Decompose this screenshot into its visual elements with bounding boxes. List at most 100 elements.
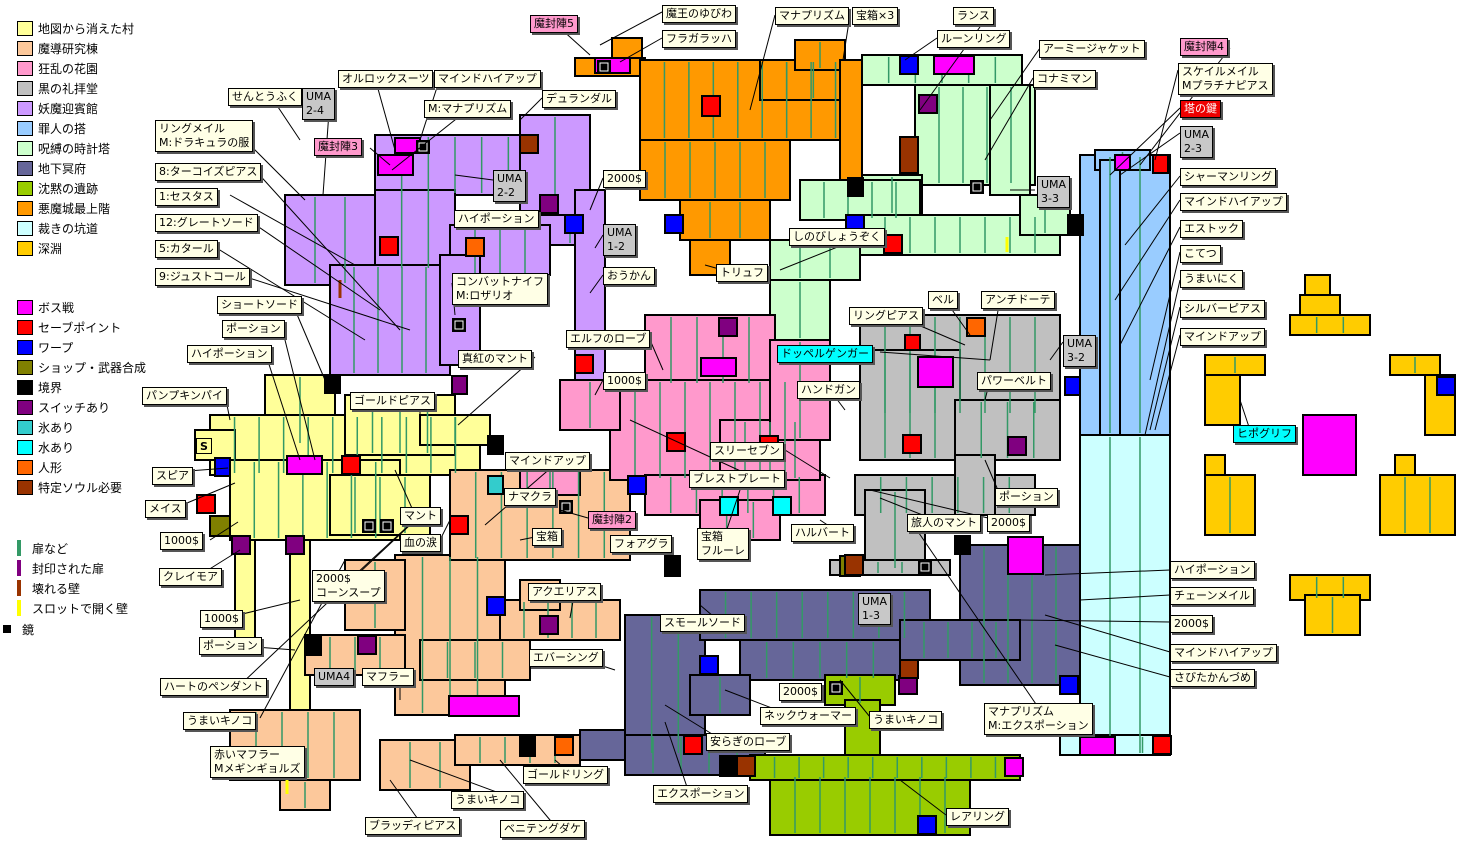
mirror-marker-inner	[831, 683, 841, 693]
map-marker	[214, 457, 231, 477]
legend-markers-item: ボス戦	[0, 297, 74, 317]
leader-line	[984, 77, 1034, 161]
legend-areas-item: 黒の礼拝堂	[0, 78, 98, 98]
map-label: 赤いマフラー Mメギンギョルズ	[210, 746, 305, 778]
map-label: 宝箱×3	[852, 7, 899, 25]
map-marker	[899, 55, 919, 75]
legend-markers-label: ショップ・武器合成	[38, 360, 147, 375]
leader-line	[391, 107, 471, 171]
leader-line	[249, 220, 381, 311]
map-marker	[666, 432, 686, 452]
map-room	[749, 754, 1021, 781]
leader-line	[454, 174, 494, 181]
leader-line	[1044, 569, 1171, 576]
leader-line	[1149, 251, 1181, 381]
leader-line	[209, 521, 239, 541]
legend-areas-label: 狂乱の花園	[38, 61, 99, 76]
legend-areas-swatch	[17, 140, 33, 156]
map-label: M:マナプリズム	[424, 100, 512, 118]
map-marker	[451, 375, 468, 395]
leader-line	[389, 779, 421, 823]
map-label: パワーベルト	[977, 372, 1051, 390]
map-room	[579, 729, 626, 761]
legend-doors-label: 壊れる壁	[32, 581, 81, 596]
map-marker	[847, 177, 864, 197]
legend-areas-label: 悪魔城最上階	[38, 201, 111, 216]
map-label: ハートのペンダント	[160, 678, 267, 696]
map-label: ルーンリング	[937, 30, 1011, 48]
map-marker	[539, 615, 559, 635]
legend-markers-item: ワープ	[0, 337, 73, 357]
map-label: おうかん	[603, 267, 655, 285]
map-label: うまいキノコ	[183, 712, 257, 730]
map-label: ハルバート	[791, 524, 854, 542]
map-label: UMA 2-2	[493, 170, 527, 202]
map-label: コナミマン	[1033, 70, 1096, 88]
leader-line	[1019, 619, 1171, 623]
map-label: リングピアス	[849, 307, 923, 325]
map-marker	[564, 214, 584, 234]
leader-line	[239, 524, 411, 686]
leader-line	[589, 177, 604, 211]
map-label: 血の涙	[400, 534, 441, 552]
map-label: クレイモア	[159, 568, 222, 586]
map-label: 8:ターコイズピアス	[155, 163, 262, 181]
legend-markers-label: 特定ソウル必要	[38, 480, 123, 495]
map-label: 真紅のマント	[458, 350, 532, 368]
map-label: 1000$	[603, 372, 646, 390]
legend-markers-item: 境界	[0, 377, 62, 397]
legend-areas-swatch	[17, 40, 33, 56]
map-marker	[539, 194, 559, 214]
legend-areas-item: 地図から消えた村	[0, 18, 134, 38]
legend-areas-swatch	[17, 60, 33, 76]
map-label: パンプキンパイ	[142, 387, 227, 405]
map-label: アンチドーテ	[981, 291, 1055, 309]
map-marker	[448, 695, 520, 717]
mirror-marker-inner	[920, 562, 930, 572]
map-room	[1204, 374, 1241, 426]
legend-doors-label: スロットで開く壁	[32, 601, 129, 616]
leader-line	[439, 519, 451, 541]
map-label: うまいキノコ	[451, 791, 525, 809]
legend-areas-item: 魔導研究棟	[0, 38, 98, 58]
leader-line	[369, 147, 391, 166]
leader-line	[879, 351, 991, 361]
leader-line	[649, 339, 664, 371]
legend-markers-label: 境界	[38, 380, 63, 395]
legend-areas-item: 裁きの坑道	[0, 218, 98, 238]
map-room	[1079, 154, 1171, 436]
map-label: コンバットナイフ M:ロザリオ	[452, 273, 548, 305]
map-label: スモールソード	[660, 614, 745, 632]
map-label: フォアグラ	[610, 535, 673, 553]
mirror-marker-inner	[599, 62, 609, 72]
map-label: ナマクラ	[504, 488, 556, 506]
map-marker	[772, 496, 792, 516]
mirror-marker-inner	[382, 521, 392, 531]
map-room	[1304, 274, 1331, 296]
leader-line	[264, 351, 301, 461]
map-label: ゴールドリング	[523, 766, 608, 784]
legend-areas-swatch	[17, 20, 33, 36]
map-label: スリーセブン	[710, 442, 784, 460]
leader-line	[1049, 341, 1064, 361]
map-label: うまいキノコ	[869, 711, 943, 729]
leader-line	[559, 509, 589, 519]
leader-line	[499, 759, 556, 827]
legend-doors-swatch	[17, 540, 21, 556]
map-label: ランス	[953, 7, 994, 25]
map-label: ブレストプレート	[689, 470, 785, 488]
legend-areas-item: 沈黙の遺跡	[0, 178, 98, 198]
map-label: ドッペルゲンガー	[777, 345, 873, 363]
map-label: 宝箱 フルーレ	[697, 528, 749, 560]
legend-areas-item: 狂乱の花園	[0, 58, 98, 78]
map-marker	[917, 356, 954, 388]
map-marker	[285, 535, 305, 555]
map-label: 塔の鍵	[1180, 100, 1221, 118]
map-room	[1289, 314, 1371, 336]
leader-line	[214, 246, 366, 341]
legend-areas-item: 深淵	[0, 238, 62, 258]
map-label: フラガラッハ	[662, 30, 736, 48]
map-marker	[904, 334, 921, 351]
leader-line	[281, 327, 316, 461]
